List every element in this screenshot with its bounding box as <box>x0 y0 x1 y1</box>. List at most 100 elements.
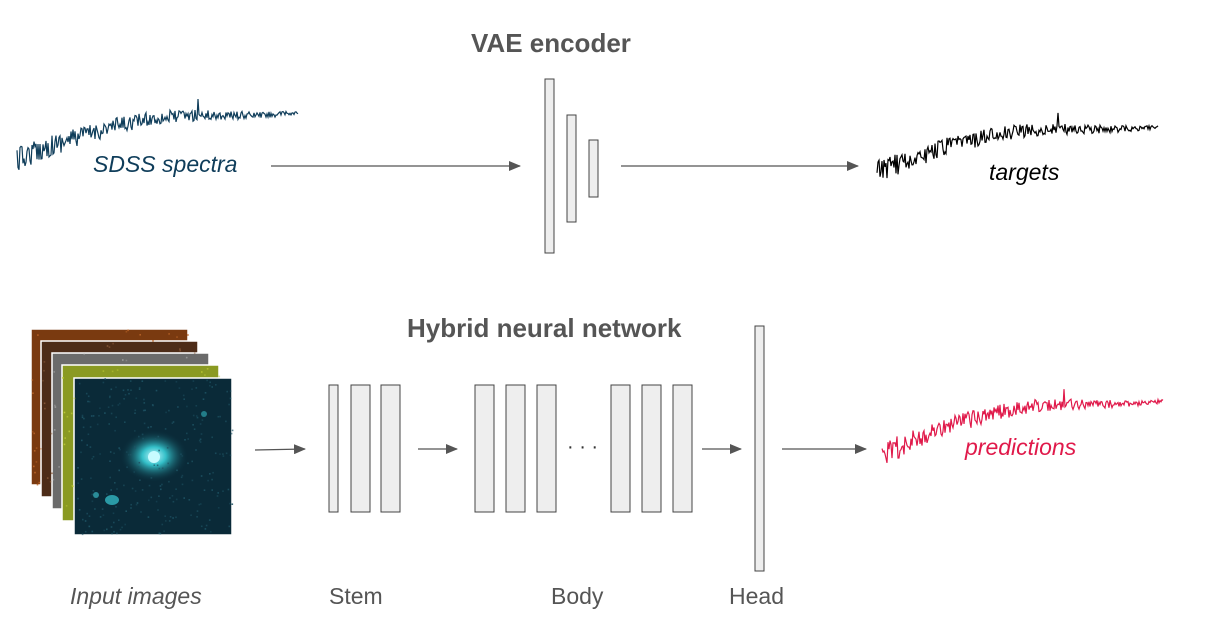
noise-speck <box>142 409 145 412</box>
body-ellipsis: · · · <box>567 436 599 458</box>
noise-speck <box>164 380 167 382</box>
noise-speck <box>181 474 184 477</box>
noise-speck <box>181 455 184 457</box>
noise-speck <box>228 525 231 528</box>
noise-speck <box>109 396 111 399</box>
noise-speck <box>124 394 127 396</box>
noise-speck <box>190 514 192 516</box>
noise-speck <box>94 508 96 510</box>
noise-speck <box>228 403 230 406</box>
galaxy-core <box>148 451 160 463</box>
noise-speck <box>141 433 144 436</box>
noise-speck <box>200 525 203 528</box>
noise-speck <box>175 498 178 501</box>
noise-speck <box>87 395 90 398</box>
noise-speck <box>99 516 102 518</box>
noise-speck <box>160 488 162 491</box>
noise-speck <box>161 483 163 486</box>
noise-speck <box>49 480 52 483</box>
noise-speck <box>177 406 179 408</box>
noise-speck <box>203 489 206 491</box>
noise-speck <box>119 448 121 451</box>
noise-speck <box>96 423 99 426</box>
noise-speck <box>89 426 92 428</box>
noise-speck <box>204 392 207 394</box>
noise-speck <box>211 489 213 491</box>
noise-speck <box>88 400 91 403</box>
noise-speck <box>229 397 232 400</box>
noise-speck <box>150 477 153 479</box>
noise-speck <box>53 371 55 373</box>
noise-speck <box>186 405 188 408</box>
noise-speck <box>183 497 185 499</box>
noise-speck <box>206 379 208 382</box>
noise-speck <box>217 492 219 494</box>
body-layer-4 <box>610 384 631 513</box>
noise-speck <box>211 478 213 481</box>
noise-speck <box>111 404 114 407</box>
noise-speck <box>169 516 172 518</box>
noise-speck <box>175 381 178 383</box>
noise-speck <box>111 532 113 535</box>
noise-speck <box>112 342 114 345</box>
noise-speck <box>172 500 175 503</box>
noise-speck <box>113 530 115 533</box>
noise-speck <box>33 465 35 468</box>
noise-speck <box>108 346 111 348</box>
noise-speck <box>159 485 162 487</box>
noise-speck <box>83 417 85 420</box>
noise-speck <box>179 349 181 352</box>
noise-speck <box>73 397 76 400</box>
noise-speck <box>109 476 111 479</box>
noise-speck <box>130 507 132 509</box>
noise-speck <box>128 392 130 395</box>
noise-speck <box>116 488 118 490</box>
noise-speck <box>53 429 56 431</box>
noise-speck <box>86 444 88 446</box>
noise-speck <box>81 439 83 442</box>
noise-speck <box>115 506 117 508</box>
noise-speck <box>161 523 164 526</box>
noise-speck <box>196 416 199 419</box>
noise-speck <box>196 516 198 518</box>
noise-speck <box>167 462 169 465</box>
noise-speck <box>158 495 160 497</box>
noise-speck <box>180 476 183 479</box>
noise-speck <box>175 516 177 519</box>
noise-speck <box>176 469 178 472</box>
noise-speck <box>43 369 45 372</box>
noise-speck <box>109 460 111 462</box>
noise-speck <box>121 526 123 529</box>
noise-speck <box>199 441 202 443</box>
noise-speck <box>188 499 191 501</box>
noise-speck <box>125 451 128 453</box>
noise-speck <box>116 532 118 535</box>
noise-speck <box>199 438 202 441</box>
noise-speck <box>63 411 66 414</box>
noise-speck <box>71 484 73 487</box>
noise-speck <box>108 423 110 425</box>
noise-speck <box>90 415 93 417</box>
noise-speck <box>179 348 181 350</box>
noise-speck <box>200 433 203 435</box>
noise-speck <box>106 345 109 347</box>
noise-speck <box>180 453 182 455</box>
noise-speck <box>31 379 34 381</box>
noise-speck <box>205 524 208 527</box>
noise-speck <box>139 334 141 336</box>
noise-speck <box>143 422 146 425</box>
noise-speck <box>210 531 212 533</box>
noise-speck <box>202 398 205 400</box>
noise-speck <box>172 421 175 423</box>
noise-speck <box>127 453 130 456</box>
noise-speck <box>38 481 41 484</box>
noise-speck <box>230 432 233 435</box>
noise-speck <box>107 406 110 408</box>
head-caption: Head <box>729 583 784 609</box>
noise-speck <box>219 453 221 455</box>
noise-speck <box>196 510 199 512</box>
predictions-label: predictions <box>965 434 1077 460</box>
noise-speck <box>126 466 128 468</box>
noise-speck <box>171 495 174 497</box>
noise-speck <box>124 523 126 526</box>
